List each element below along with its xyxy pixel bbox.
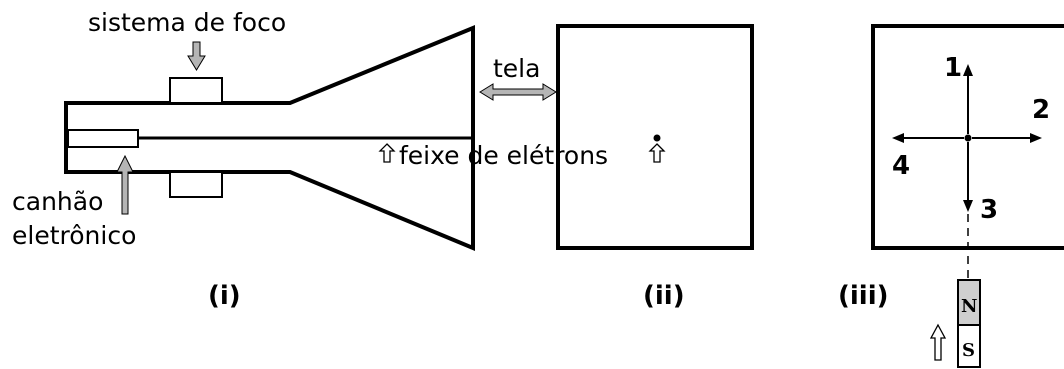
screen-front-view	[556, 24, 754, 250]
gun-arrow-icon	[116, 154, 134, 215]
bar-magnet	[957, 279, 981, 368]
direction-1-label: 1	[944, 53, 962, 83]
arrow-down-icon	[963, 200, 973, 212]
beam-arrow-right-icon	[648, 143, 666, 163]
beam-arrow-left-icon	[378, 143, 396, 163]
electron-beam-label: feixe de elétrons	[399, 141, 608, 170]
direction-3-label: 3	[980, 195, 998, 225]
screen-deflection-view	[871, 24, 1064, 250]
electron-gun-label-2: eletrônico	[12, 221, 136, 250]
magnet-motion-arrow-icon	[929, 323, 947, 361]
electron-gun-label-1: canhão	[12, 187, 103, 216]
focus-coil-top	[169, 77, 223, 104]
beam-spot	[653, 134, 661, 142]
panel-iii-caption: (iii)	[838, 281, 889, 311]
screen-label: tela	[493, 54, 540, 83]
arrow-left-icon	[892, 133, 904, 143]
direction-4-label: 4	[892, 151, 910, 181]
focus-arrow-icon	[187, 41, 206, 71]
tube-outline	[64, 25, 475, 251]
direction-2-label: 2	[1032, 95, 1050, 125]
center-spot	[964, 134, 972, 142]
electron-gun	[67, 129, 139, 148]
panel-i-caption: (i)	[208, 281, 241, 311]
crt-tube	[64, 25, 475, 251]
arrow-right-icon	[1030, 133, 1042, 143]
panel-ii-caption: (ii)	[643, 281, 685, 311]
direction-arrows	[892, 64, 1042, 212]
magnet-north-label: N	[961, 296, 977, 317]
focus-coil-bottom	[169, 171, 223, 198]
screen-double-arrow-icon	[479, 83, 557, 101]
magnet-south-label: S	[962, 340, 975, 361]
focus-system-label: sistema de foco	[88, 8, 286, 37]
arrow-up-icon	[963, 64, 973, 76]
